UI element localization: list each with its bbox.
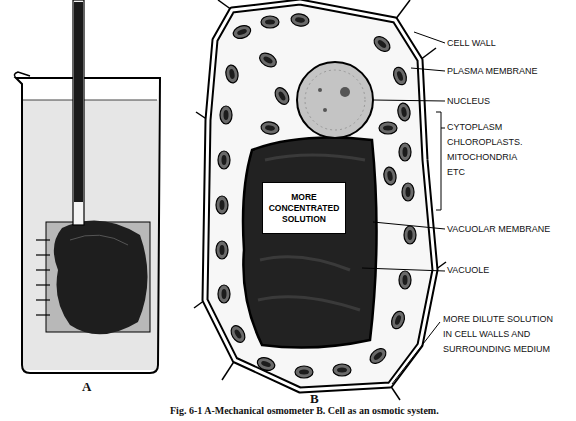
chloroplast-part — [402, 183, 414, 201]
figure-caption: Fig. 6-1 A-Mechanical osmometer B. Cell … — [170, 405, 439, 416]
leader-lines-part — [392, 322, 440, 384]
part-label: VACUOLAR MEMBRANE — [447, 222, 567, 237]
part-label: CYTOPLASM CHLOROPLASTS. MITOCHONDRIA ETC — [447, 120, 535, 180]
beaker-part — [14, 72, 30, 78]
leader-lines-part — [441, 128, 445, 129]
chloroplast-part — [218, 151, 230, 169]
cell-wall-part — [205, 2, 435, 390]
nucleus — [297, 62, 373, 138]
chloroplast-part — [333, 364, 351, 376]
beaker-part — [23, 100, 158, 370]
nucleus-part — [340, 87, 350, 97]
nucleus-part — [318, 88, 322, 92]
chloroplast-part — [216, 196, 228, 214]
osmometer-tube-part — [73, 0, 84, 225]
membrane-support-part — [70, 235, 128, 245]
chloroplast-part — [272, 85, 291, 107]
leader-lines-part — [411, 68, 445, 71]
chloroplast-part — [216, 241, 228, 259]
leader-lines — [362, 32, 445, 384]
chloroplast — [216, 13, 416, 378]
osmometer-tube — [73, 0, 84, 225]
nucleus-part — [297, 62, 373, 138]
leader-lines-part — [373, 222, 445, 229]
chloroplast-part — [399, 143, 411, 161]
ruler-ticks-part — [36, 299, 50, 300]
chloroplast-part — [218, 285, 230, 303]
ruler-ticks — [36, 240, 50, 315]
part-label: CELL WALL — [447, 36, 567, 51]
chloroplast-part — [255, 355, 276, 372]
chloroplast-part — [404, 226, 416, 244]
membrane-support — [46, 220, 150, 334]
beaker-part — [16, 78, 160, 373]
chloroplast-part — [399, 271, 411, 289]
vacuole-part — [258, 155, 365, 310]
chloroplast-part — [391, 65, 408, 86]
part-label: PLASMA MEMBRANE — [447, 64, 567, 79]
neighbour-walls — [194, 0, 446, 400]
chloroplast-part — [379, 122, 397, 134]
chloroplast-part — [257, 50, 279, 69]
ruler-ticks-part — [36, 284, 50, 285]
vacuole-part — [243, 138, 377, 348]
vacuole — [243, 138, 377, 348]
panel-letter: A — [82, 380, 102, 394]
neighbour-walls-part — [395, 0, 410, 20]
chloroplast-part — [231, 23, 252, 40]
chloroplast-part — [260, 121, 280, 136]
beaker-part — [23, 100, 157, 101]
chloroplast-part — [228, 323, 247, 345]
chloroplast-part — [220, 106, 232, 124]
leader-lines-part — [362, 268, 445, 271]
ruler-ticks-part — [36, 254, 50, 255]
chloroplast-part — [389, 309, 406, 330]
leader-lines-part — [414, 32, 445, 43]
nucleus-part — [305, 70, 365, 130]
solution-box: MORE CONCENTRATED SOLUTION — [262, 182, 346, 234]
osmometer-tube-part — [74, 2, 83, 202]
box-text: MORE CONCENTRATED SOLUTION — [265, 192, 343, 225]
chloroplast-part — [383, 166, 398, 186]
nucleus-part — [323, 108, 327, 112]
part-label: VACUOLE — [447, 263, 567, 278]
cell-wall-part — [205, 2, 435, 390]
leader-lines-part — [373, 100, 445, 101]
beaker — [14, 72, 160, 373]
panel-letter: B — [310, 392, 330, 406]
cell-wall — [205, 2, 435, 390]
ruler-ticks-part — [36, 239, 50, 240]
chloroplast-part — [225, 64, 240, 84]
ruler-ticks-part — [36, 269, 50, 270]
part-label: NUCLEUS — [447, 94, 567, 109]
chloroplast-part — [397, 102, 412, 122]
membrane-support-part — [54, 220, 148, 334]
chloroplast-part — [367, 346, 389, 367]
part-label: MORE DILUTE SOLUTION IN CELL WALLS AND S… — [443, 312, 561, 357]
chloroplast-part — [290, 13, 310, 28]
neighbour-walls-part — [222, 360, 235, 380]
chloroplast-part — [371, 34, 393, 55]
leader-lines-part — [436, 112, 441, 210]
ruler-ticks-part — [36, 314, 50, 315]
chloroplast-part — [295, 366, 313, 378]
chloroplast-part — [261, 16, 279, 28]
